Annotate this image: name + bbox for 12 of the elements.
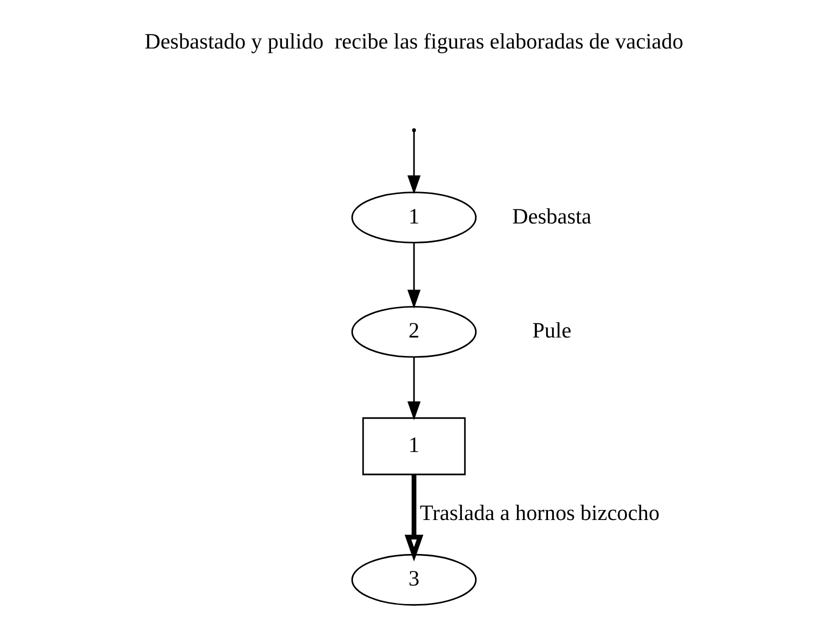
node-ellipse: 2: [350, 306, 476, 358]
node-ellipse: 3: [350, 554, 476, 606]
node-box: 1: [362, 417, 466, 476]
node-ellipse: 1: [350, 192, 476, 244]
edge-label: Traslada a hornos bizcocho: [419, 500, 660, 526]
arrow: [406, 358, 420, 420]
arrow: [406, 243, 420, 309]
label: Desbastado y pulido recibe las figuras elaboradas de vaciado: [144, 28, 683, 54]
arrow: [406, 132, 420, 194]
node-label: Pule: [532, 318, 571, 343]
node-label: Desbasta: [512, 203, 591, 228]
arrow: [404, 474, 423, 562]
